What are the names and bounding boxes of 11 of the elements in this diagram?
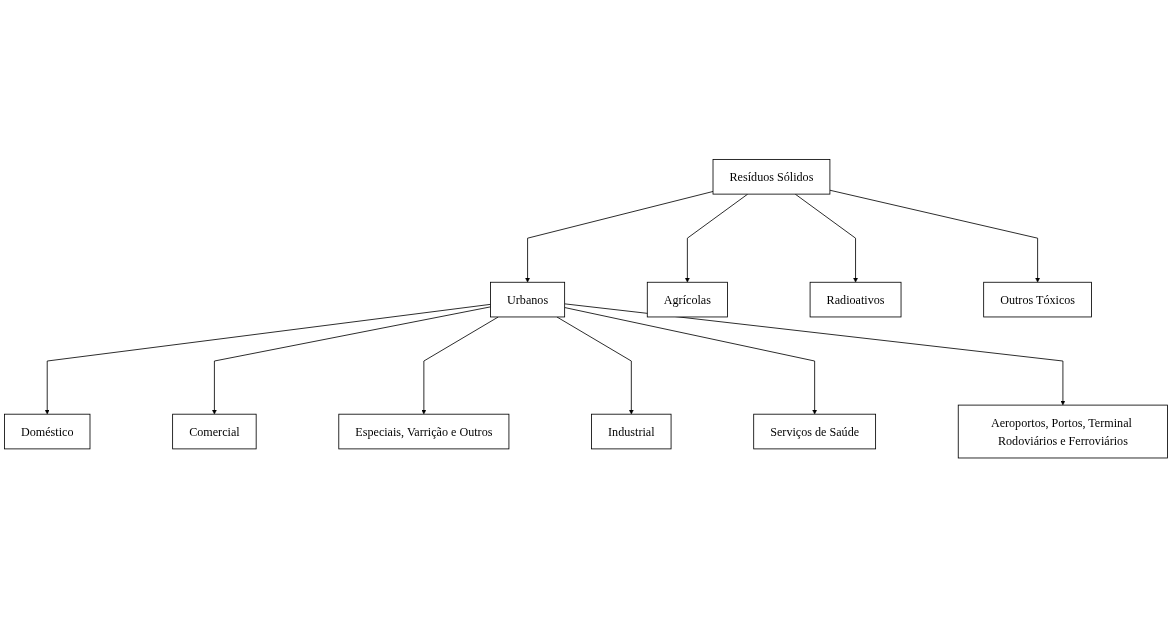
node-box: Comercial (172, 413, 257, 450)
node-box: Radioativos (809, 281, 902, 318)
node-box: Especiais, Varrição e Outros (338, 413, 510, 450)
node-box: Agrícolas (646, 281, 728, 318)
node-box: Serviços de Saúde (753, 413, 877, 450)
node-box: Outros Tóxicos (983, 281, 1092, 318)
node-box: Industrial (591, 413, 672, 450)
node-box: Doméstico (4, 413, 91, 450)
node-box: Urbanos (490, 281, 566, 318)
node-box: Aeroportos, Portos, Terminal Rodoviários e Ferroviários (957, 404, 1168, 459)
node-box: Resíduos Sólidos (712, 158, 831, 195)
